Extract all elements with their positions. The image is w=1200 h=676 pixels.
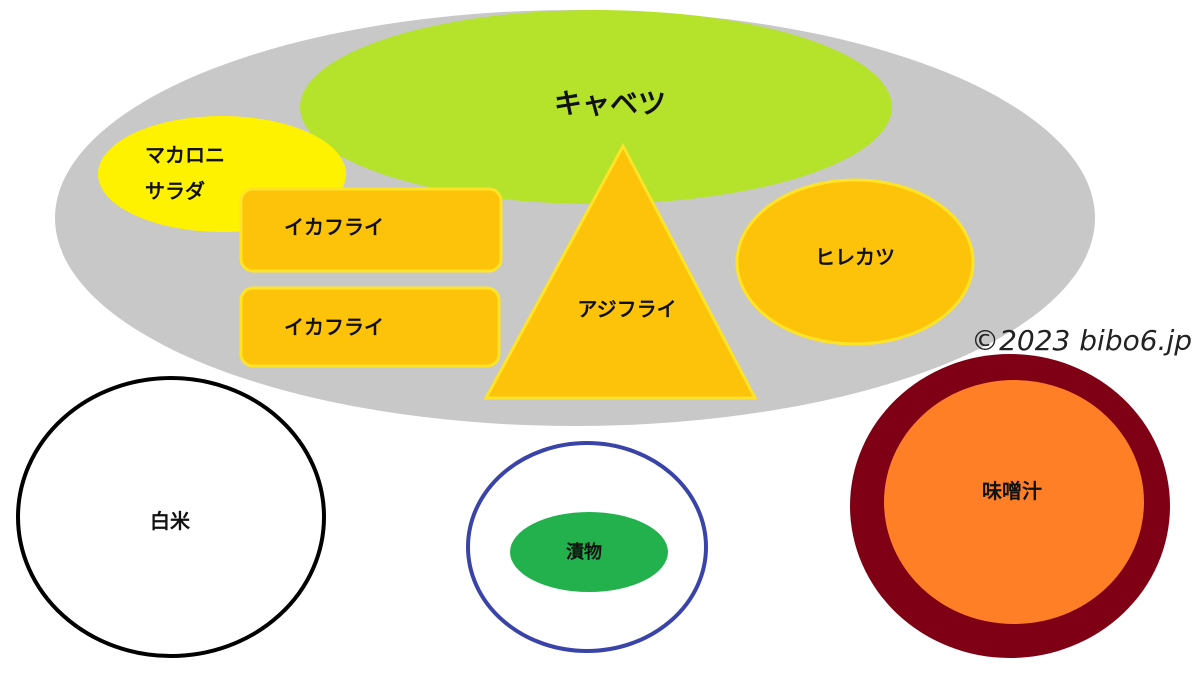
cabbage-shape <box>300 10 892 204</box>
miso-soup-shape <box>884 380 1144 624</box>
hire-katsu-shape <box>735 178 975 346</box>
miso-soup-label: 味噌汁 <box>982 479 1042 503</box>
rice-label: 白米 <box>150 509 191 533</box>
copyright-watermark: ©2023 bibo6.jp <box>971 324 1192 357</box>
horse-mackerel-fry-label: アジフライ <box>577 297 676 321</box>
squid-fry-1-label: イカフライ <box>284 215 384 239</box>
horse-mackerel-fry-shape <box>483 142 758 400</box>
cabbage-label: キャベツ <box>554 87 666 120</box>
rice-bowl-shape <box>16 376 326 658</box>
macaroni-salad-label-line2: サラダ <box>145 179 205 203</box>
squid-fry-1-shape <box>239 187 503 273</box>
pickles-label: 漬物 <box>566 541 602 563</box>
hire-katsu-label: ヒレカツ <box>815 245 895 269</box>
pickles-shape <box>510 512 668 592</box>
squid-fry-2-shape <box>239 286 501 368</box>
squid-fry-2-label: イカフライ <box>284 315 384 339</box>
macaroni-salad-label-line1: マカロニ <box>145 143 225 167</box>
